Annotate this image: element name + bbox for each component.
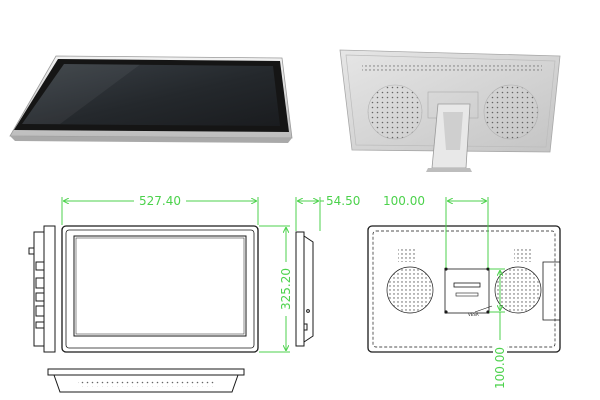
vesa-vertical-label: 100.00 bbox=[493, 347, 507, 389]
vesa-mounting-holes bbox=[444, 267, 490, 314]
depth-label-bg bbox=[324, 194, 364, 208]
width-dimension-label: 527.40 bbox=[139, 194, 181, 208]
vesa-v-label-bg bbox=[493, 340, 507, 396]
vesa-vertical-dimension bbox=[489, 268, 505, 340]
vesa-horizontal-dimension bbox=[445, 197, 489, 268]
height-label-bg bbox=[279, 262, 293, 316]
vesa-horizontal-label: 100.00 bbox=[383, 194, 425, 208]
height-dimension-label: 325.20 bbox=[279, 268, 293, 310]
front-perspective-photo bbox=[9, 55, 293, 143]
rear-perspective-photo bbox=[339, 49, 561, 172]
right-side-profile bbox=[295, 231, 314, 347]
bottom-view-drawing bbox=[47, 368, 245, 393]
width-label-bg bbox=[134, 194, 186, 208]
left-side-profile bbox=[28, 225, 56, 353]
vesa-h-label-bg bbox=[382, 194, 436, 208]
depth-dimension bbox=[295, 197, 324, 231]
depth-dimension-label: 54.50 bbox=[326, 194, 360, 208]
svg-text:VESA: VESA bbox=[468, 312, 479, 317]
rear-view-drawing: VESA bbox=[367, 225, 561, 353]
front-view-drawing bbox=[61, 225, 259, 353]
